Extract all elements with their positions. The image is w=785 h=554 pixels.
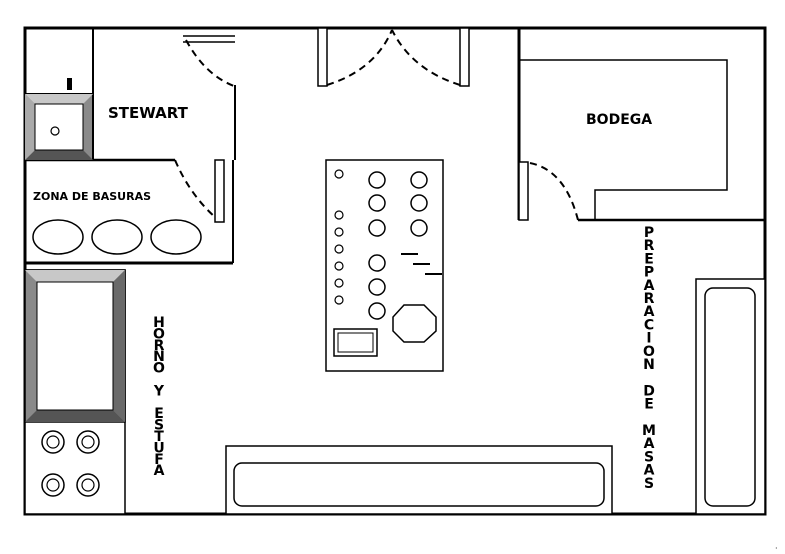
stewart-room: STEWART bbox=[24, 28, 236, 162]
bodega-room: BODEGA bbox=[517, 28, 765, 222]
bottom-counter bbox=[225, 445, 613, 515]
stove-burners bbox=[41, 430, 100, 497]
zona-basuras-label: ZONA DE BASURAS bbox=[33, 190, 151, 203]
prep-table bbox=[704, 287, 756, 507]
oven-fixture bbox=[24, 269, 126, 423]
sink-fixture bbox=[24, 78, 94, 161]
stewart-label: STEWART bbox=[108, 104, 189, 122]
bodega-label: BODEGA bbox=[586, 112, 652, 128]
central-work-island bbox=[325, 159, 444, 372]
zona-basuras-room: ZONA DE BASURAS bbox=[25, 158, 234, 265]
main-entrance-door bbox=[317, 27, 470, 87]
corner-mark: · bbox=[775, 544, 778, 553]
trash-bin bbox=[150, 219, 202, 255]
trash-bin bbox=[32, 219, 84, 255]
trash-bin bbox=[91, 219, 143, 255]
